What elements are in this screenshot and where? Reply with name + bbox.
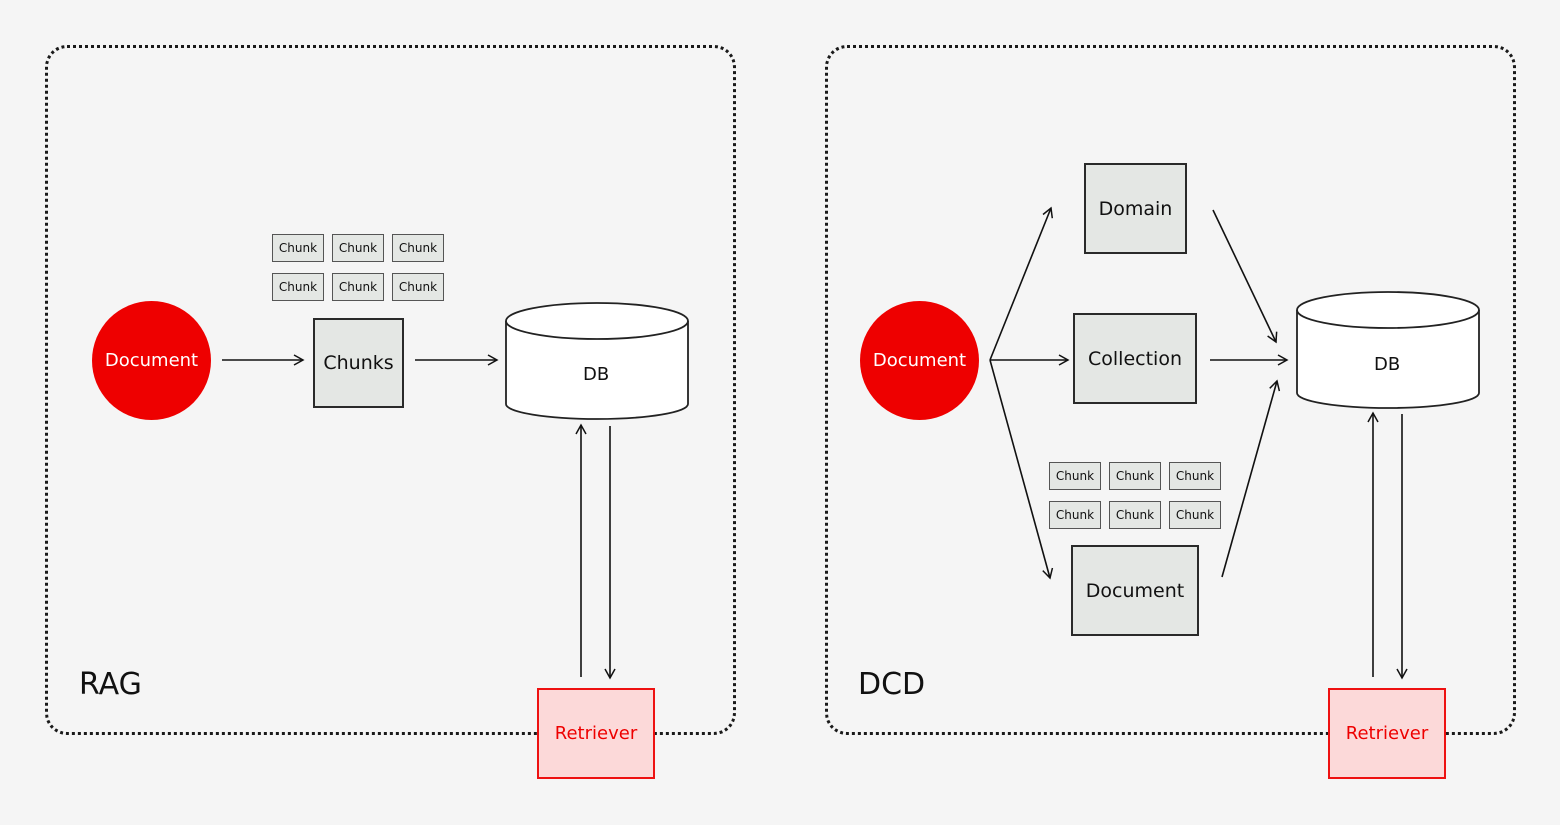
rag-chunk: Chunk xyxy=(332,234,384,262)
rag-title: RAG xyxy=(79,667,142,702)
dcd-collection-label: Collection xyxy=(1088,347,1182,370)
dcd-document-box-label: Document xyxy=(1085,579,1185,602)
dcd-chunk: Chunk xyxy=(1169,462,1221,490)
chunk-label: Chunk xyxy=(338,241,378,255)
arrow-document-to-documentbox xyxy=(989,359,1054,580)
rag-chunk: Chunk xyxy=(272,273,324,301)
rag-chunk: Chunk xyxy=(392,273,444,301)
chunk-label: Chunk xyxy=(1115,469,1155,483)
rag-document-node: Document xyxy=(92,301,211,420)
dcd-domain-label: Domain xyxy=(1098,197,1173,220)
dcd-panel xyxy=(825,45,1516,735)
chunk-label: Chunk xyxy=(278,241,318,255)
dcd-chunk: Chunk xyxy=(1049,501,1101,529)
dcd-document-node: Document xyxy=(860,301,979,420)
rag-chunks-label: Chunks xyxy=(323,352,394,374)
chunk-label: Chunk xyxy=(1175,508,1215,522)
dcd-collection-box: Collection xyxy=(1073,313,1197,404)
dcd-document-box: Document xyxy=(1071,545,1199,636)
dcd-chunk: Chunk xyxy=(1049,462,1101,490)
rag-chunk: Chunk xyxy=(392,234,444,262)
dcd-chunk: Chunk xyxy=(1169,501,1221,529)
rag-chunks-box: Chunks xyxy=(313,318,404,408)
dcd-retriever-node: Retriever xyxy=(1328,688,1446,779)
chunk-label: Chunk xyxy=(1175,469,1215,483)
rag-document-label: Document xyxy=(104,350,199,371)
dcd-chunk: Chunk xyxy=(1109,462,1161,490)
chunk-label: Chunk xyxy=(1055,508,1095,522)
rag-chunk: Chunk xyxy=(272,234,324,262)
rag-db-cylinder xyxy=(505,302,689,420)
chunk-label: Chunk xyxy=(398,241,438,255)
arrow-domain-to-db xyxy=(1212,209,1278,344)
rag-retriever-node: Retriever xyxy=(537,688,655,779)
chunk-label: Chunk xyxy=(1055,469,1095,483)
chunk-label: Chunk xyxy=(1115,508,1155,522)
arrow-document-to-domain xyxy=(989,206,1054,361)
dcd-domain-box: Domain xyxy=(1084,163,1187,254)
rag-db-label: DB xyxy=(583,364,610,385)
dcd-db-cylinder xyxy=(1296,291,1480,409)
rag-retriever-label: Retriever xyxy=(554,723,638,744)
chunk-label: Chunk xyxy=(338,280,378,294)
arrow-documentbox-to-db xyxy=(1221,379,1281,578)
rag-chunk: Chunk xyxy=(332,273,384,301)
dcd-title: DCD xyxy=(858,667,926,702)
chunk-label: Chunk xyxy=(398,280,438,294)
chunk-label: Chunk xyxy=(278,280,318,294)
rag-panel xyxy=(45,45,736,735)
dcd-chunk: Chunk xyxy=(1109,501,1161,529)
dcd-retriever-label: Retriever xyxy=(1345,723,1429,744)
dcd-db-label: DB xyxy=(1374,354,1401,375)
dcd-document-label: Document xyxy=(872,350,967,371)
